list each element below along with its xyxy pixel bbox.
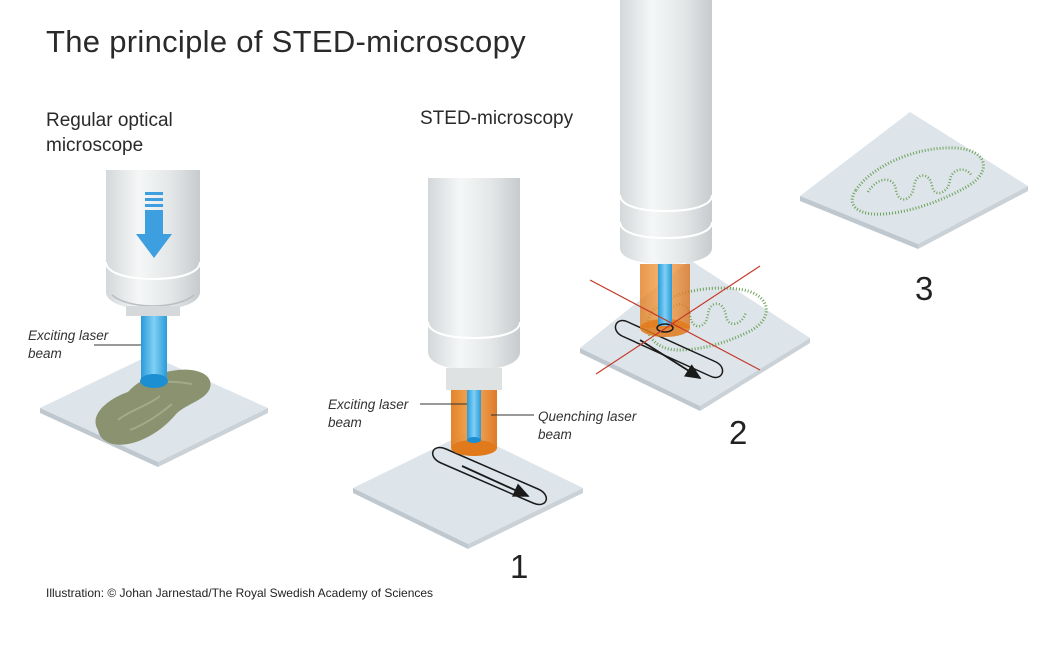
objective-2 [619, 0, 713, 264]
regular-exciting-beam [140, 316, 168, 388]
slide-1 [353, 432, 583, 549]
crosshair-2 [589, 265, 761, 375]
slide-2 [580, 260, 810, 411]
sted-quenching-line1: Quenching laser [538, 409, 637, 424]
step-number-2: 2 [729, 414, 748, 451]
sted-heading: STED-microscopy [420, 108, 574, 129]
step-number-3: 3 [915, 270, 934, 307]
exciting-beam-1 [467, 390, 481, 443]
sted-exciting-label: Exciting laser beam [328, 396, 408, 432]
regular-exciting-label: Exciting laser beam [28, 327, 108, 363]
fluorescent-outline-3 [850, 146, 985, 216]
regular-heading: Regular optical microscope [46, 108, 173, 158]
regular-exciting-line1: Exciting laser [28, 328, 109, 343]
sted-quenching-line2: beam [538, 427, 572, 442]
sted-exciting-line1: Exciting laser [328, 397, 409, 412]
regular-heading-line1: Regular optical [46, 110, 173, 131]
down-arrow-icon [136, 192, 172, 258]
slide-3 [800, 112, 1028, 249]
scan-path-2 [614, 319, 724, 379]
regular-heading-line2: microscope [46, 135, 144, 156]
page-title: The principle of STED-microscopy [46, 24, 526, 59]
regular-exciting-line2: beam [28, 346, 62, 361]
exciting-beam-2 [656, 264, 674, 333]
step-number-1: 1 [510, 548, 529, 585]
scan-path-1 [431, 446, 548, 506]
sted-quenching-label: Quenching laser beam [538, 408, 636, 444]
illustration-credit: Illustration: © Johan Jarnestad/The Roya… [46, 586, 434, 600]
objective-1 [427, 178, 521, 390]
sted-exciting-line2: beam [328, 415, 362, 430]
